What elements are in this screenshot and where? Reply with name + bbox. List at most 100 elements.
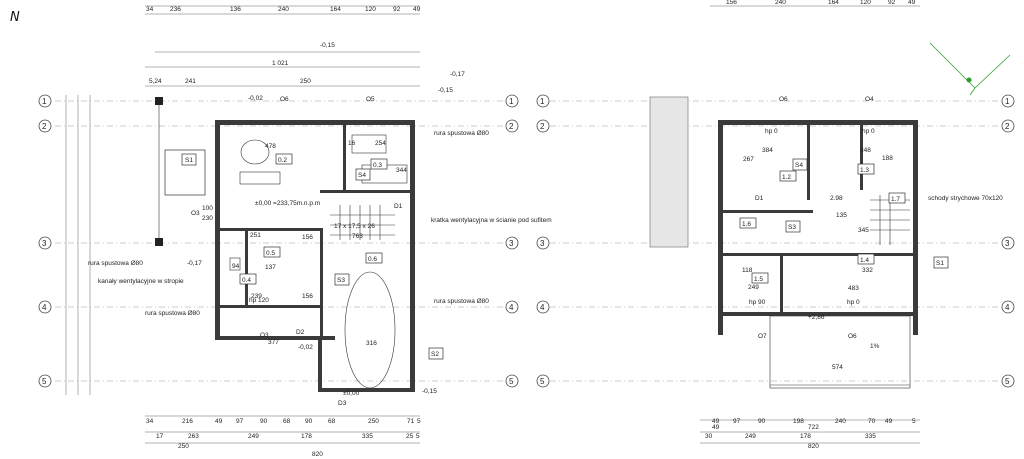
svg-text:70: 70: [868, 418, 876, 425]
svg-text:251: 251: [250, 232, 261, 239]
svg-text:-0,15: -0,15: [320, 42, 335, 49]
svg-text:-0,02: -0,02: [298, 344, 313, 351]
svg-text:156: 156: [302, 293, 313, 300]
north-label: N: [10, 10, 20, 25]
svg-text:1.6: 1.6: [742, 221, 751, 228]
svg-text:120: 120: [860, 0, 871, 6]
svg-text:-0,17: -0,17: [450, 71, 465, 78]
svg-text:97: 97: [733, 418, 741, 425]
svg-text:49: 49: [908, 0, 916, 6]
door-tag-d3: D3: [338, 400, 347, 407]
svg-text:722: 722: [808, 424, 819, 431]
svg-text:2: 2: [509, 122, 514, 131]
svg-text:90: 90: [260, 418, 268, 425]
room-tag-s1-first: S1: [936, 260, 944, 267]
svg-text:156: 156: [302, 234, 313, 241]
annotations-ground: rura spustowa Ø80 kanały wentylacyjne w …: [88, 130, 552, 317]
svg-text:92: 92: [393, 6, 401, 13]
window-tag-o5: O5: [366, 96, 375, 103]
svg-text:rura spustowa Ø80: rura spustowa Ø80: [88, 260, 143, 267]
window-tag-o3: O3: [191, 210, 200, 217]
svg-text:100: 100: [202, 205, 213, 212]
svg-text:335: 335: [362, 433, 373, 440]
svg-text:hp 0: hp 0: [847, 299, 860, 306]
svg-text:5,24: 5,24: [149, 78, 162, 85]
slope-label: 1%: [870, 343, 880, 350]
svg-text:kanały wentylacyjne w stropie: kanały wentylacyjne w stropie: [98, 278, 184, 285]
svg-text:1: 1: [540, 97, 545, 106]
svg-text:249: 249: [748, 284, 759, 291]
window-tag-o6-first: O6: [779, 96, 788, 103]
svg-text:94: 94: [232, 263, 240, 270]
axis-label-4: 4: [42, 303, 47, 312]
svg-text:68: 68: [328, 418, 336, 425]
svg-text:2: 2: [1005, 122, 1010, 131]
svg-text:478: 478: [265, 143, 276, 150]
svg-text:1.2: 1.2: [782, 174, 791, 181]
svg-text:rura spustowa Ø80: rura spustowa Ø80: [434, 130, 489, 137]
svg-text:254: 254: [375, 140, 386, 147]
svg-text:241: 241: [185, 78, 196, 85]
svg-text:-0,15: -0,15: [438, 87, 453, 94]
room-tag-s4-first: S4: [795, 162, 803, 169]
axis-lines: [55, 100, 1000, 382]
svg-text:0.5: 0.5: [266, 250, 275, 257]
ground-floor-plan: 34 236 136 240 164 120 92 49 -0,15 1 021…: [65, 5, 552, 458]
svg-text:1.7: 1.7: [891, 196, 900, 203]
svg-text:216: 216: [182, 418, 193, 425]
room-tag-s3: S3: [337, 277, 345, 284]
svg-text:3: 3: [540, 239, 545, 248]
svg-text:5: 5: [1005, 377, 1010, 386]
level-first: +2,86: [808, 314, 825, 321]
svg-text:rura spustowa Ø80: rura spustowa Ø80: [434, 298, 489, 305]
bottom-dims-first: 49 97 90 198 240 70 49 5 49 249 178 722 …: [705, 418, 916, 450]
svg-text:2.98: 2.98: [830, 195, 843, 202]
svg-text:164: 164: [828, 0, 839, 6]
svg-text:267: 267: [743, 156, 754, 163]
level-lower: -0,17: [187, 260, 202, 267]
svg-text:332: 332: [862, 267, 873, 274]
svg-text:5: 5: [417, 418, 421, 425]
room-numbers-ground: 0.2 0.3 0.4 0.5 0.6 478 254 344 16 100 2…: [202, 140, 407, 347]
svg-text:1.3: 1.3: [860, 167, 869, 174]
svg-text:120: 120: [365, 6, 376, 13]
svg-text:344: 344: [396, 167, 407, 174]
svg-text:hp 0: hp 0: [862, 128, 875, 135]
svg-text:4: 4: [540, 303, 545, 312]
svg-text:0.3: 0.3: [373, 162, 382, 169]
total-width-label: 1 021: [272, 60, 289, 67]
bottom-dims-ground: 34 216 49 97 90 68 90 68 250 71 5 17 263…: [146, 418, 421, 458]
attic-stairs-note: schody strychowe 70x120: [928, 195, 1003, 202]
svg-text:kratka wentylacyjna w ścianie: kratka wentylacyjna w ścianie pod sufite…: [431, 217, 552, 224]
svg-text:188: 188: [882, 155, 893, 162]
svg-text:hp 0: hp 0: [765, 128, 778, 135]
hp-tags-first: hp 0 hp 0 hp 90 hp 0: [749, 128, 875, 306]
svg-text:49: 49: [712, 424, 720, 431]
north-arrow-icon: [929, 42, 1011, 96]
svg-text:164: 164: [330, 6, 341, 13]
stairs-ground: [330, 205, 395, 240]
top-dims-left: 34 236 136 240 164 120 92 49: [146, 6, 421, 13]
svg-text:92: 92: [888, 0, 896, 6]
axis-label-1: 1: [42, 97, 47, 106]
svg-text:-0,15: -0,15: [422, 388, 437, 395]
svg-text:90: 90: [305, 418, 313, 425]
svg-text:90: 90: [758, 418, 766, 425]
svg-text:97: 97: [236, 418, 244, 425]
svg-text:1: 1: [1005, 97, 1010, 106]
door-tag-d2: D2: [296, 329, 305, 336]
svg-text:71: 71: [407, 418, 415, 425]
svg-text:763: 763: [352, 233, 363, 240]
svg-text:0.2: 0.2: [278, 157, 287, 164]
room-tag-s4: S4: [358, 172, 366, 179]
axis-label-2: 2: [42, 122, 47, 131]
svg-text:49: 49: [413, 6, 421, 13]
door-tag-d1-first: D1: [755, 195, 764, 202]
svg-text:5: 5: [416, 433, 420, 440]
svg-text:4: 4: [509, 303, 514, 312]
hp-120: hp 120: [249, 297, 269, 304]
svg-text:230: 230: [202, 215, 213, 222]
first-floor-plan: 156 240 164 120 92 49: [649, 0, 1003, 450]
room-tag-s2: S2: [431, 351, 439, 358]
